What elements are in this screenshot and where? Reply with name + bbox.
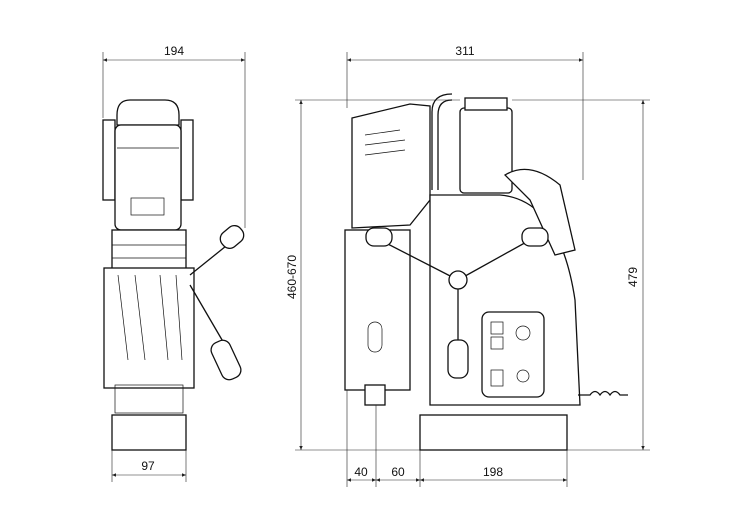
dim-base-length: 198 bbox=[483, 465, 503, 479]
coolant-tank bbox=[459, 107, 513, 194]
magnet-switch bbox=[490, 369, 504, 387]
control-button-off bbox=[490, 321, 504, 335]
dim-offset-b: 60 bbox=[391, 465, 405, 479]
power-cable-coil bbox=[578, 390, 628, 397]
front-slide-body bbox=[103, 267, 195, 389]
dimension-lines bbox=[102, 52, 650, 487]
control-panel bbox=[481, 311, 545, 398]
dim-front-base: 97 bbox=[141, 459, 155, 473]
side-knob-down bbox=[447, 339, 469, 379]
side-magnet-base bbox=[419, 414, 568, 451]
dim-offset-a: 40 bbox=[354, 465, 368, 479]
front-handle-knob-lower bbox=[210, 339, 242, 381]
dim-side-width: 311 bbox=[455, 44, 474, 58]
side-rear-guard bbox=[503, 168, 576, 256]
front-handle-knob-upper bbox=[219, 225, 245, 249]
front-label-plate bbox=[130, 197, 165, 216]
side-slot bbox=[367, 321, 383, 353]
front-motor-body bbox=[114, 124, 182, 231]
side-handle-arm-right bbox=[457, 239, 531, 281]
coolant-cap bbox=[464, 97, 508, 111]
side-handle-arm-left bbox=[379, 239, 459, 281]
front-motor-top bbox=[116, 99, 180, 126]
control-rotary-switch bbox=[515, 325, 531, 341]
handle-hub bbox=[448, 270, 468, 290]
side-knob-left bbox=[365, 227, 393, 247]
front-side-guard-right bbox=[180, 119, 194, 201]
side-knob-right bbox=[521, 227, 549, 247]
coolant-hose bbox=[437, 99, 453, 190]
side-slide-body bbox=[344, 229, 411, 391]
side-motor-housing bbox=[351, 103, 431, 229]
speed-dial bbox=[516, 369, 530, 383]
dim-front-width: 194 bbox=[164, 44, 184, 58]
dim-overall-height: 479 bbox=[626, 267, 640, 287]
side-view bbox=[344, 93, 628, 451]
front-arbor bbox=[114, 384, 184, 414]
side-arbor bbox=[364, 384, 386, 406]
control-button-on bbox=[490, 336, 504, 350]
dim-height-range: 460-670 bbox=[285, 255, 299, 299]
front-side-guard-left bbox=[102, 119, 116, 201]
front-view bbox=[102, 99, 245, 451]
front-gear-housing bbox=[111, 229, 187, 271]
front-magnet-base bbox=[111, 414, 187, 451]
